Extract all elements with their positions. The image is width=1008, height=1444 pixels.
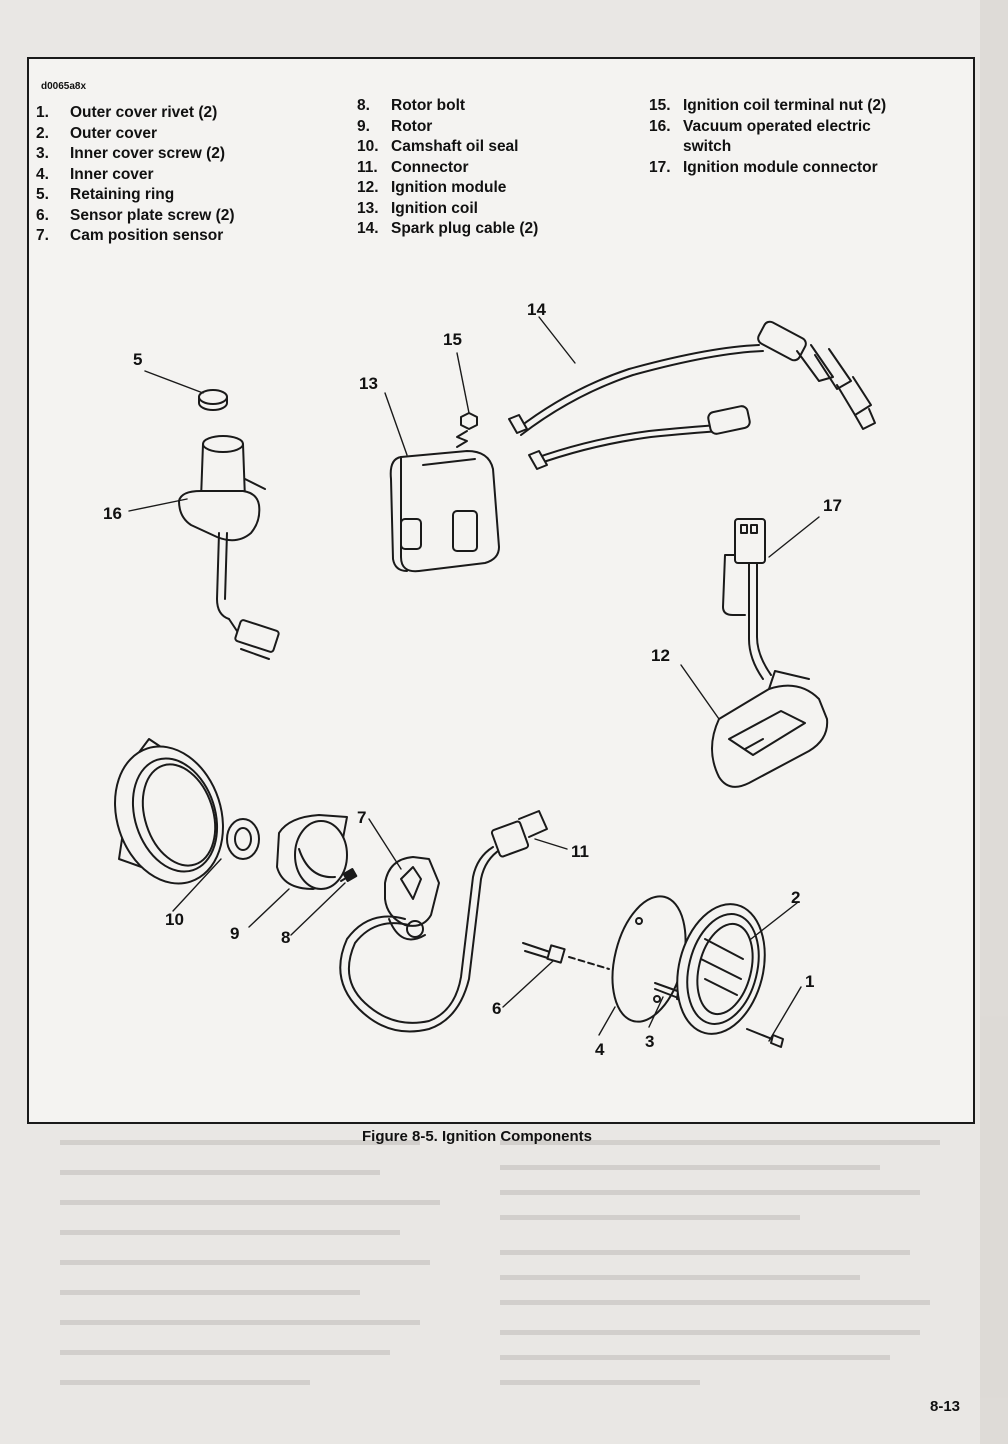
rotor-part <box>276 814 348 890</box>
legend-column-2: 8. Rotor bolt 9. Rotor 10. Camshaft oil sea… <box>357 96 637 240</box>
ignition-module-part <box>711 670 829 788</box>
terminal-nut-part <box>456 412 478 448</box>
legend-item: 4. Inner cover <box>36 165 336 186</box>
legend-label: Ignition coil terminal nut (2) <box>683 97 887 114</box>
callout-1: 1 <box>805 972 814 991</box>
legend-number: 1. <box>36 104 49 121</box>
legend-number: 9. <box>357 117 370 135</box>
legend-number: 10. <box>357 138 379 155</box>
legend-number: 16. <box>649 117 671 135</box>
legend-number: 8. <box>357 97 370 114</box>
callout-7: 7 <box>357 808 366 827</box>
legend-item: 1. Outer cover rivet (2) <box>36 103 336 124</box>
callout-17: 17 <box>823 496 842 515</box>
legend-label: Inner cover screw (2) <box>70 145 226 162</box>
legend-label: Rotor <box>391 117 433 135</box>
legend-item: 6. Sensor plate screw (2) <box>36 206 336 227</box>
ignition-coil-part <box>389 450 500 573</box>
legend-number: 5. <box>36 186 49 203</box>
rotor-bolt-part <box>340 868 358 882</box>
legend-label: Ignition module <box>391 179 507 196</box>
legend-number: 3. <box>36 145 49 162</box>
leader-lines <box>128 316 820 1042</box>
legend-number: 11. <box>357 158 378 176</box>
callout-15: 15 <box>443 330 462 349</box>
legend-column-1: 1. Outer cover rivet (2) 2. Outer cover 3.… <box>36 103 336 247</box>
legend-number: 13. <box>357 199 379 217</box>
legend-item: 12. Ignition module <box>357 178 637 199</box>
legend-number: 4. <box>36 165 49 183</box>
legend-number: 17. <box>649 158 671 176</box>
legend-item: 10. Camshaft oil seal <box>357 137 637 158</box>
callout-13: 13 <box>359 374 378 393</box>
legend-label: Inner cover <box>70 165 154 183</box>
legend-item: 9. Rotor <box>357 117 637 138</box>
callout-2: 2 <box>791 888 800 907</box>
legend-label: Retaining ring <box>70 186 175 203</box>
legend-item: 16. Vacuum operated electric switch <box>649 117 893 158</box>
camshaft-seal-part <box>114 738 260 885</box>
figure-code: d0065a8x <box>41 81 87 92</box>
legend-number: 2. <box>36 124 49 142</box>
legend-label: Sensor plate screw (2) <box>70 206 235 224</box>
legend-item: 7. Cam position sensor <box>36 226 336 247</box>
legend-number: 12. <box>357 179 379 196</box>
callout-8: 8 <box>281 928 290 947</box>
callout-6: 6 <box>492 999 501 1018</box>
callout-10: 10 <box>165 910 184 929</box>
legend-label: Cam position sensor <box>70 227 224 244</box>
legend-label: Outer cover <box>70 124 158 142</box>
legend-item: 17. Ignition module connector <box>649 158 949 179</box>
exploded-view-diagram: 5 16 13 15 14 17 12 10 9 8 7 11 2 1 6 4 … <box>103 300 876 1059</box>
legend-label: Vacuum operated electric switch <box>683 117 871 156</box>
legend-item: 5. Retaining ring <box>36 185 336 206</box>
legend-number: 7. <box>36 227 49 244</box>
callout-3: 3 <box>645 1032 654 1051</box>
legend-label: Outer cover rivet (2) <box>70 104 218 121</box>
callout-12: 12 <box>651 646 670 665</box>
legend-column-3: 15. Ignition coil terminal nut (2) 16. Vac… <box>649 96 949 178</box>
spark-plug-cables-part <box>508 320 876 470</box>
callout-9: 9 <box>230 924 239 943</box>
legend-label: Camshaft oil seal <box>391 138 519 155</box>
page-number: 8-13 <box>930 1398 961 1415</box>
retaining-ring-part <box>198 389 228 411</box>
sensor-plate-screw-part <box>522 942 610 970</box>
callout-16: 16 <box>103 504 122 523</box>
callout-5: 5 <box>133 350 142 369</box>
legend-label: Ignition module connector <box>683 158 878 176</box>
legend-item: 11. Connector <box>357 158 637 179</box>
legend-item: 2. Outer cover <box>36 124 336 145</box>
connector-wire-part <box>339 810 548 1033</box>
legend-item: 13. Ignition coil <box>357 199 637 220</box>
legend-label: Rotor bolt <box>391 97 466 114</box>
legend-number: 14. <box>357 220 379 237</box>
legend-label: Ignition coil <box>391 199 478 217</box>
callout-14: 14 <box>527 300 546 319</box>
callout-11: 11 <box>571 842 589 861</box>
callout-4: 4 <box>595 1040 605 1059</box>
legend-number: 15. <box>649 97 671 114</box>
legend-number: 6. <box>36 206 49 224</box>
cam-position-sensor-part <box>384 856 440 941</box>
figure-caption: Figure 8-5. Ignition Components <box>362 1128 592 1145</box>
module-connector-part <box>722 518 772 680</box>
outer-cover-rivet-part <box>746 1028 784 1048</box>
vacuum-switch-part <box>178 435 280 660</box>
figure-frame: d0065a8x 1. Outer cover rivet (2) 2. Outer… <box>27 57 975 1124</box>
legend-item: 14. Spark plug cable (2) <box>357 219 637 240</box>
outer-cover-part <box>676 903 766 1035</box>
legend-item: 3. Inner cover screw (2) <box>36 144 336 165</box>
legend-label: Connector <box>391 158 469 176</box>
legend-item: 8. Rotor bolt <box>357 96 637 117</box>
legend-label: Spark plug cable (2) <box>391 220 539 237</box>
legend-item: 15. Ignition coil terminal nut (2) <box>649 96 949 117</box>
